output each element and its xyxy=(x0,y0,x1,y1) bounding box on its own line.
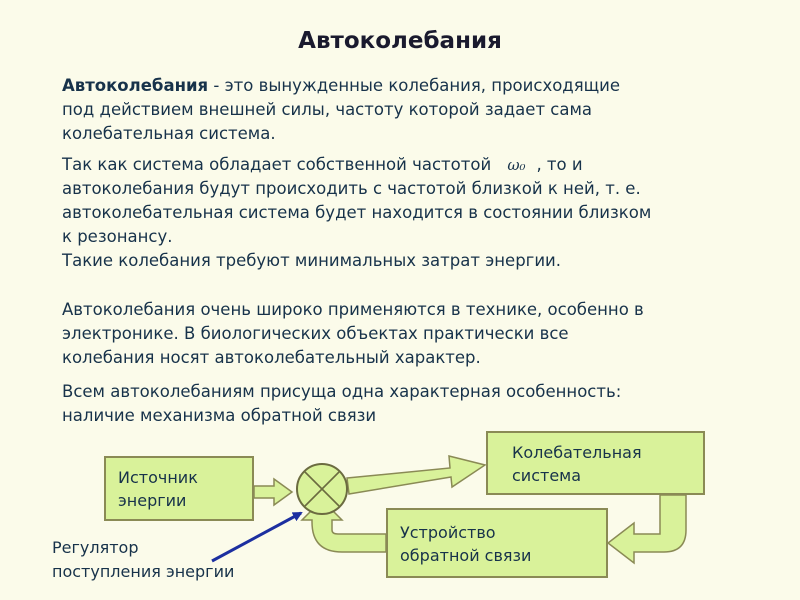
feedback-text-line-1: Всем автоколебаниям присуща одна характе… xyxy=(62,382,622,401)
energy-source-label-line-1: Источник xyxy=(118,468,198,487)
source-to-mixer-arrow xyxy=(253,477,294,507)
feedback-device-box: Устройство обратной связи xyxy=(386,508,608,578)
definition-text-line-3: колебательная система. xyxy=(62,124,276,143)
feedback-device-label-line-1: Устройство xyxy=(400,523,496,542)
energy-text: Такие колебания требуют минимальных затр… xyxy=(62,251,562,270)
definition-text-line-1: - это вынужденные колебания, происходящи… xyxy=(208,76,621,95)
resonance-text-line-4: к резонансу. xyxy=(62,227,173,246)
application-paragraph: Автоколебания очень широко применяются в… xyxy=(62,298,772,370)
regulator-label-line-1: Регулятор xyxy=(52,538,139,557)
oscillating-system-box: Колебательная система xyxy=(486,431,705,495)
omega-zero-symbol: ω₀ xyxy=(507,156,526,174)
slide-title: Автоколебания xyxy=(298,28,502,54)
application-text-line-3: колебания носят автоколебательный характ… xyxy=(62,348,481,367)
mixer-to-oscillator-arrow xyxy=(346,455,487,495)
oscillating-system-label-line-2: система xyxy=(512,466,582,485)
regulator-label-line-2: поступления энергии xyxy=(52,562,235,581)
feedback-text-line-2: наличие механизма обратной связи xyxy=(62,406,377,425)
energy-source-label-line-2: энергии xyxy=(118,491,187,510)
regulator-pointer-arrow xyxy=(211,511,303,563)
feedback-paragraph: Всем автоколебаниям присуща одна характе… xyxy=(62,380,772,428)
definition-paragraph: Автоколебания - это вынужденные колебани… xyxy=(62,74,772,146)
resonance-text-line-3: автоколебательная система будет находитс… xyxy=(62,203,652,222)
definition-term: Автоколебания xyxy=(62,76,209,95)
application-text-line-1: Автоколебания очень широко применяются в… xyxy=(62,300,644,319)
definition-text-line-2: под действием внешней силы, частоту кото… xyxy=(62,100,593,119)
oscillator-to-feedback-arrow xyxy=(606,494,687,565)
energy-source-box: Источник энергии xyxy=(104,456,254,521)
resonance-text-line-2: автоколебания будут происходить с частот… xyxy=(62,179,641,198)
application-text-line-2: электронике. В биологических объектах пр… xyxy=(62,324,569,343)
resonance-paragraph: Так как система обладает собственной час… xyxy=(62,153,772,273)
resonance-text-line-1a: Так как система обладает собственной час… xyxy=(62,155,492,174)
feedback-device-label-line-2: обратной связи xyxy=(400,546,532,565)
regulator-label: Регулятор поступления энергии xyxy=(52,536,234,584)
oscillating-system-label-line-1: Колебательная xyxy=(512,443,642,462)
resonance-text-line-1b: , то и xyxy=(536,155,583,174)
mixer-summator-icon xyxy=(296,463,348,515)
